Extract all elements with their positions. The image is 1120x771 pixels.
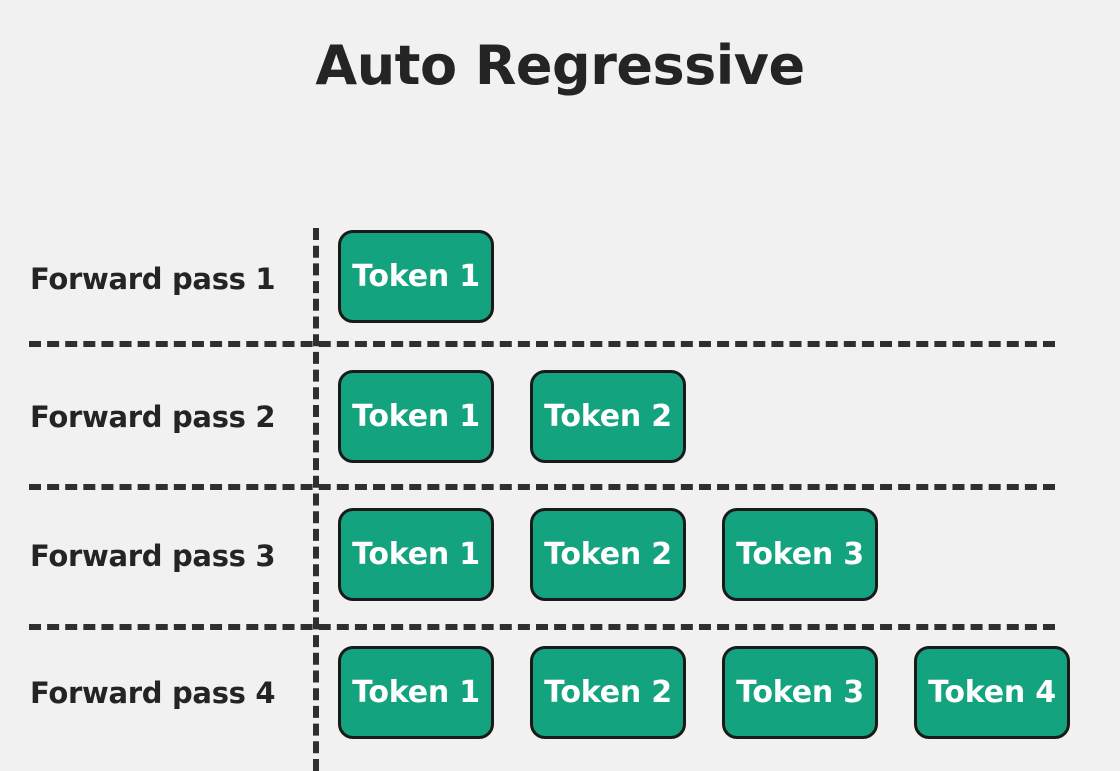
token-box-r3-c2[interactable]: Token 2 bbox=[530, 508, 686, 601]
page-title: Auto Regressive bbox=[315, 34, 805, 97]
token-box-r4-c4[interactable]: Token 4 bbox=[914, 646, 1070, 739]
token-box-r4-c2[interactable]: Token 2 bbox=[530, 646, 686, 739]
row-label-forward-pass-1: Forward pass 1 bbox=[30, 262, 276, 296]
token-box-r4-c1[interactable]: Token 1 bbox=[338, 646, 494, 739]
row-separator-3 bbox=[29, 624, 1055, 630]
token-box-r1-c1[interactable]: Token 1 bbox=[338, 230, 494, 323]
token-box-r2-c1[interactable]: Token 1 bbox=[338, 370, 494, 463]
vertical-dashed-divider bbox=[313, 228, 319, 771]
token-box-r4-c3[interactable]: Token 3 bbox=[722, 646, 878, 739]
row-separator-1 bbox=[29, 341, 1055, 347]
row-label-forward-pass-2: Forward pass 2 bbox=[30, 400, 276, 434]
token-box-r3-c3[interactable]: Token 3 bbox=[722, 508, 878, 601]
row-separator-2 bbox=[29, 484, 1055, 490]
row-label-forward-pass-4: Forward pass 4 bbox=[30, 676, 276, 710]
token-box-r2-c2[interactable]: Token 2 bbox=[530, 370, 686, 463]
row-label-forward-pass-3: Forward pass 3 bbox=[30, 539, 276, 573]
token-box-r3-c1[interactable]: Token 1 bbox=[338, 508, 494, 601]
